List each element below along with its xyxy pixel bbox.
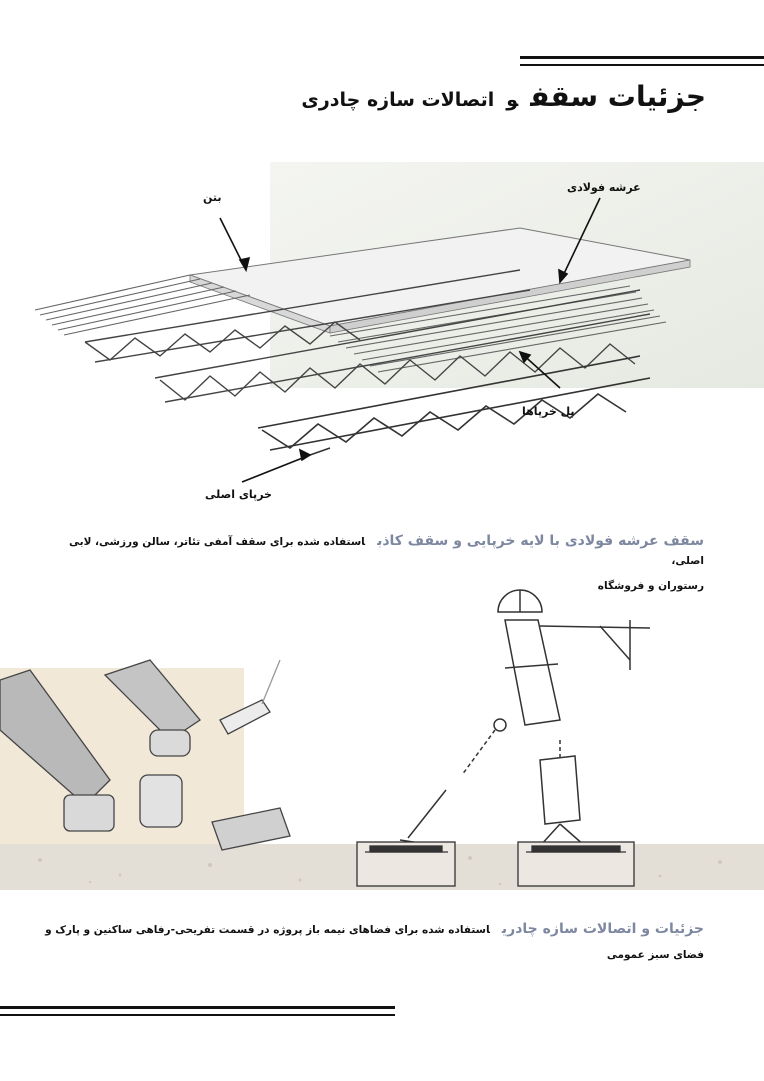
top-rule-thin bbox=[520, 64, 764, 66]
page-title: جزئیات سقف و اتصالات سازه چادری bbox=[301, 80, 706, 113]
caption2-heading: جزئیات و اتصالات سازه چادری bbox=[501, 921, 704, 937]
figure-steel-deck: عرشه فولادی بتن پل خرپاها خرپای اصلی bbox=[0, 150, 764, 510]
title-rest: اتصالات سازه چادری bbox=[301, 89, 495, 111]
caption2-description-line2: فضای سبز عمومی bbox=[606, 949, 704, 961]
callout-arrows bbox=[219, 197, 601, 483]
label-joist-bridge: پل خرپاها bbox=[522, 405, 575, 418]
footings bbox=[356, 841, 635, 887]
ground-speckles bbox=[38, 856, 722, 886]
deck-ribs-left bbox=[34, 274, 251, 336]
caption2-description: استفاده شده برای فضاهای نیمه باز پروژه د… bbox=[45, 924, 490, 936]
tent-connection-drawing bbox=[0, 589, 764, 890]
caption1-description: استفاده شده برای سقف آمفی تئاتر، سالن ور… bbox=[69, 536, 704, 567]
figure-tent-connections bbox=[0, 580, 764, 900]
caption1-description-line2: رستوران و فروشگاه bbox=[597, 580, 704, 592]
bottom-rule-thick bbox=[0, 1006, 395, 1009]
title-main: جزئیات سقف bbox=[530, 80, 706, 113]
title-conjunction: و bbox=[506, 89, 519, 111]
connector-3d bbox=[0, 659, 291, 851]
label-concrete: بتن bbox=[203, 191, 222, 204]
truss-back bbox=[84, 269, 531, 363]
truss-front bbox=[257, 355, 651, 456]
tent-detail-2d bbox=[399, 589, 651, 847]
caption1-heading: سقف عرشه فولادی با لایه خرپایی و سقف کاذ… bbox=[377, 533, 704, 549]
top-rule-thick bbox=[520, 56, 764, 59]
caption-steel-deck: سقف عرشه فولادی با لایه خرپایی و سقف کاذ… bbox=[44, 530, 704, 592]
steel-deck-drawing bbox=[34, 162, 764, 483]
deck-ribs-right bbox=[329, 285, 667, 373]
truss-middle bbox=[154, 289, 651, 403]
label-main-truss: خرپای اصلی bbox=[205, 488, 272, 501]
label-steel-deck: عرشه فولادی bbox=[567, 181, 641, 194]
caption-tent: جزئیات و اتصالات سازه چادری استفاده شده ب… bbox=[44, 918, 704, 961]
bottom-rule-thin bbox=[0, 1014, 395, 1016]
